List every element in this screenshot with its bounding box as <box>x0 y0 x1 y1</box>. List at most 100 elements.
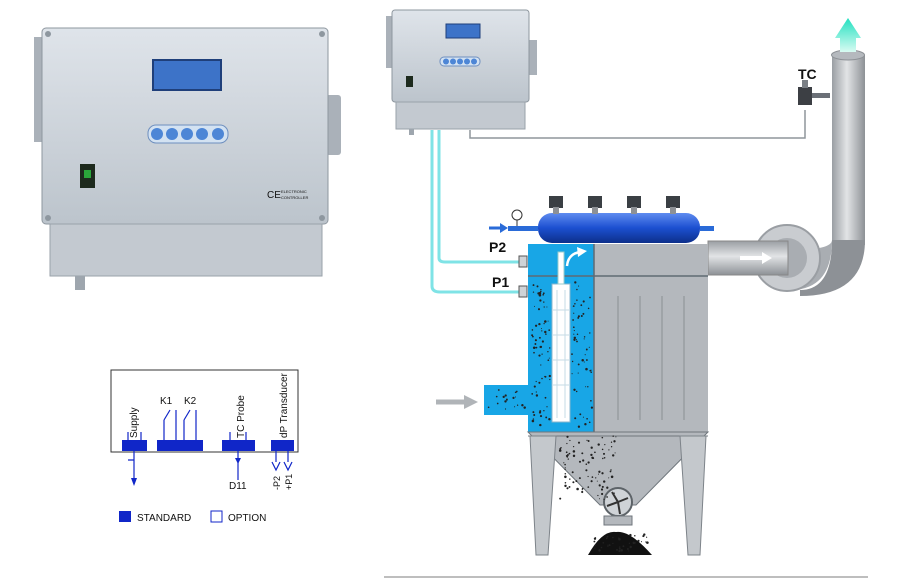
dust-speck <box>577 372 579 374</box>
dust-speck <box>541 353 543 355</box>
dust-speck <box>646 536 648 538</box>
dust-speck <box>597 473 600 475</box>
dust-speck <box>599 498 600 500</box>
dust-speck <box>628 542 631 544</box>
dust-speck <box>571 373 573 375</box>
dust-speck <box>587 386 589 388</box>
dust-speck <box>580 315 583 317</box>
dust-speck <box>548 418 551 421</box>
solenoid-valves <box>549 196 680 214</box>
dust-speck <box>523 406 526 409</box>
dust-speck <box>585 463 588 466</box>
dust-speck <box>591 456 594 459</box>
dust-speck <box>637 539 640 543</box>
dust-speck <box>564 475 567 479</box>
dust-speck <box>612 536 614 539</box>
dust-speck <box>543 306 545 308</box>
dust-speck <box>606 486 609 489</box>
dust-speck <box>608 477 610 479</box>
dust-speck <box>634 534 636 537</box>
dust-speck <box>532 284 535 287</box>
dust-speck <box>613 440 616 443</box>
dust-speck <box>590 371 592 373</box>
dust-speck <box>568 452 571 455</box>
dust-speck <box>604 444 606 446</box>
dust-speck <box>593 540 596 543</box>
dust-speck <box>590 446 593 449</box>
dust-speck <box>603 498 605 500</box>
dust-speck <box>619 538 621 540</box>
dust-speck <box>533 351 535 354</box>
dust-speck <box>534 324 538 327</box>
dust-speck <box>634 542 637 544</box>
dust-speck <box>542 293 545 296</box>
wiring-diagram: Supply K1 K2 TC Probe dP Transducer D11 … <box>110 369 299 492</box>
dust-speck <box>543 410 545 412</box>
dust-speck <box>582 312 585 315</box>
d11-label: D11 <box>229 481 247 492</box>
dust-speck <box>502 395 505 399</box>
dust-speck <box>578 477 581 480</box>
tc-label: TC <box>798 66 817 82</box>
dust-speck <box>535 391 537 393</box>
dust-speck <box>577 425 581 428</box>
dust-speck <box>579 413 582 416</box>
dust-speck <box>584 354 586 356</box>
dust-speck <box>616 548 618 551</box>
dust-speck <box>589 296 591 299</box>
dust-speck <box>585 359 588 361</box>
dust-speck <box>512 396 515 399</box>
dust-speck <box>605 537 608 540</box>
dust-speck <box>538 291 542 295</box>
dust-speck <box>632 541 636 545</box>
dust-speck <box>608 544 611 547</box>
dust-speck <box>532 291 535 293</box>
dust-speck <box>626 548 629 550</box>
dust-speck <box>571 353 573 355</box>
dust-speck <box>531 329 534 331</box>
dust-speck <box>587 307 590 310</box>
dust-speck <box>603 480 606 483</box>
brand-line-1: ELECTRONIC <box>281 189 307 194</box>
dust-speck <box>581 490 584 494</box>
dust-speck <box>531 419 535 423</box>
dust-speck <box>583 361 585 363</box>
dust-speck <box>571 471 574 474</box>
dust-speck <box>495 395 498 398</box>
dust-speck <box>564 484 567 488</box>
tc-connector <box>222 440 255 451</box>
dust-speck <box>578 285 580 287</box>
dust-speck <box>514 406 516 408</box>
dust-speck <box>606 535 609 538</box>
legend-option-swatch <box>210 510 223 523</box>
dust-speck <box>618 549 621 553</box>
dust-speck <box>538 322 541 326</box>
legend-standard-label: STANDARD <box>137 513 191 524</box>
pressure-tubes <box>430 130 520 294</box>
dust-particles <box>487 281 649 553</box>
dust-speck <box>575 339 578 341</box>
dust-speck <box>602 541 605 544</box>
dust-speck <box>535 346 538 349</box>
dust-speck <box>541 377 543 380</box>
dust-speck <box>548 374 551 378</box>
dust-speck <box>543 301 545 303</box>
dust-speck <box>504 400 507 403</box>
dust-speck <box>540 288 542 291</box>
dust-speck <box>514 396 517 398</box>
dust-speck <box>540 364 542 366</box>
dust-speck <box>545 416 548 419</box>
dust-speck <box>590 480 593 483</box>
dust-speck <box>581 358 584 362</box>
dust-speck <box>646 541 649 544</box>
dust-speck <box>548 329 551 331</box>
dust-speck <box>590 399 592 402</box>
dust-speck <box>608 449 610 451</box>
dust-speck <box>541 340 545 343</box>
dust-speck <box>497 389 500 391</box>
dust-speck <box>601 485 604 488</box>
dust-speck <box>573 312 575 314</box>
exhaust-arrow-icon <box>835 18 861 52</box>
dust-speck <box>564 463 566 466</box>
dust-speck <box>622 545 625 548</box>
